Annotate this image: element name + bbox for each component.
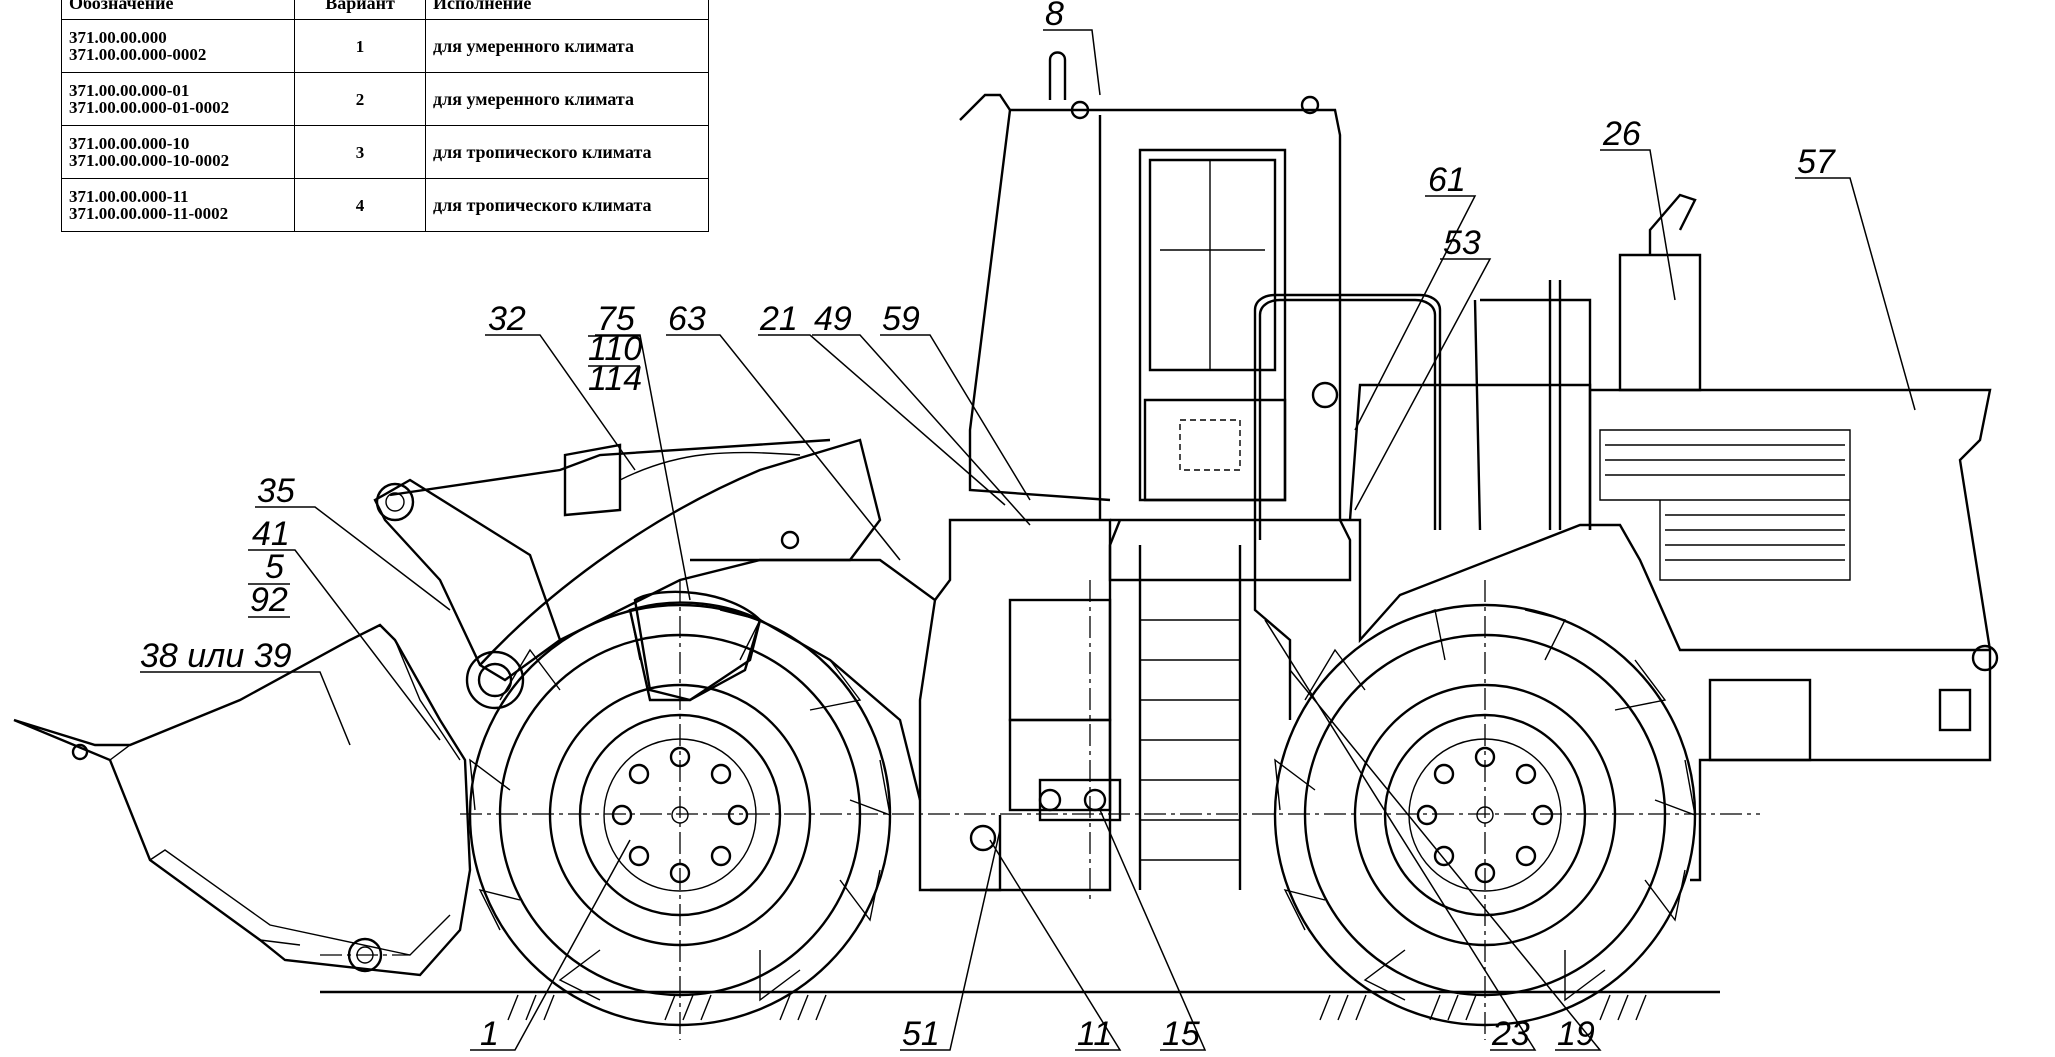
callout-underlines <box>248 335 640 618</box>
version-cell: для умеренного климата <box>425 72 709 126</box>
callout-8: 8 <box>1045 0 1064 33</box>
variant-cell: 2 <box>294 72 426 126</box>
callout-41: 41 <box>252 515 290 553</box>
cab <box>959 51 1352 582</box>
callout-26: 26 <box>1602 115 1641 153</box>
version-cell: для умеренного климата <box>425 19 709 73</box>
callout-5: 5 <box>265 548 284 586</box>
callout-19: 19 <box>1557 1015 1595 1053</box>
table-header-row: Обозначение Вариант Исполнение <box>61 0 709 20</box>
callout-1: 1 <box>480 1015 499 1053</box>
callout-38-or-39: 38 или 39 <box>140 637 292 675</box>
callout-61: 61 <box>1428 161 1466 199</box>
callout-49: 49 <box>814 300 852 338</box>
callout-15: 15 <box>1162 1015 1200 1053</box>
ground <box>320 990 1720 1021</box>
bucket <box>13 623 472 977</box>
callout-59: 59 <box>882 300 920 338</box>
version-cell: для тропического климата <box>425 178 709 232</box>
version-table: Обозначение Вариант Исполнение 371.00.00… <box>61 0 709 232</box>
variant-cell: 3 <box>294 125 426 179</box>
callout-92: 92 <box>250 581 288 619</box>
front-frame <box>628 518 1112 892</box>
boom <box>373 438 882 710</box>
callout-21: 21 <box>759 300 798 338</box>
callout-57: 57 <box>1797 143 1836 181</box>
front-fender <box>633 590 762 702</box>
driveline <box>1008 580 1122 900</box>
front-wheel <box>468 580 892 1040</box>
variant-cell: 4 <box>294 178 426 232</box>
rear-body <box>1110 193 1999 882</box>
callout-63: 63 <box>668 300 706 338</box>
ladder <box>1138 545 1292 890</box>
callout-11: 11 <box>1077 1015 1112 1053</box>
callout-32: 32 <box>488 300 526 338</box>
callout-35: 35 <box>257 472 295 510</box>
callout-75: 75 <box>597 300 635 338</box>
leader-lines <box>140 29 1916 1051</box>
callout-23: 23 <box>1491 1015 1530 1053</box>
version-cell: для тропического климата <box>425 125 709 179</box>
callout-53: 53 <box>1443 224 1481 262</box>
callout-51: 51 <box>902 1015 940 1053</box>
callouts: 8 26 57 61 53 32 75 110 114 63 21 49 59 … <box>140 0 1836 1053</box>
railings <box>1253 280 1592 545</box>
